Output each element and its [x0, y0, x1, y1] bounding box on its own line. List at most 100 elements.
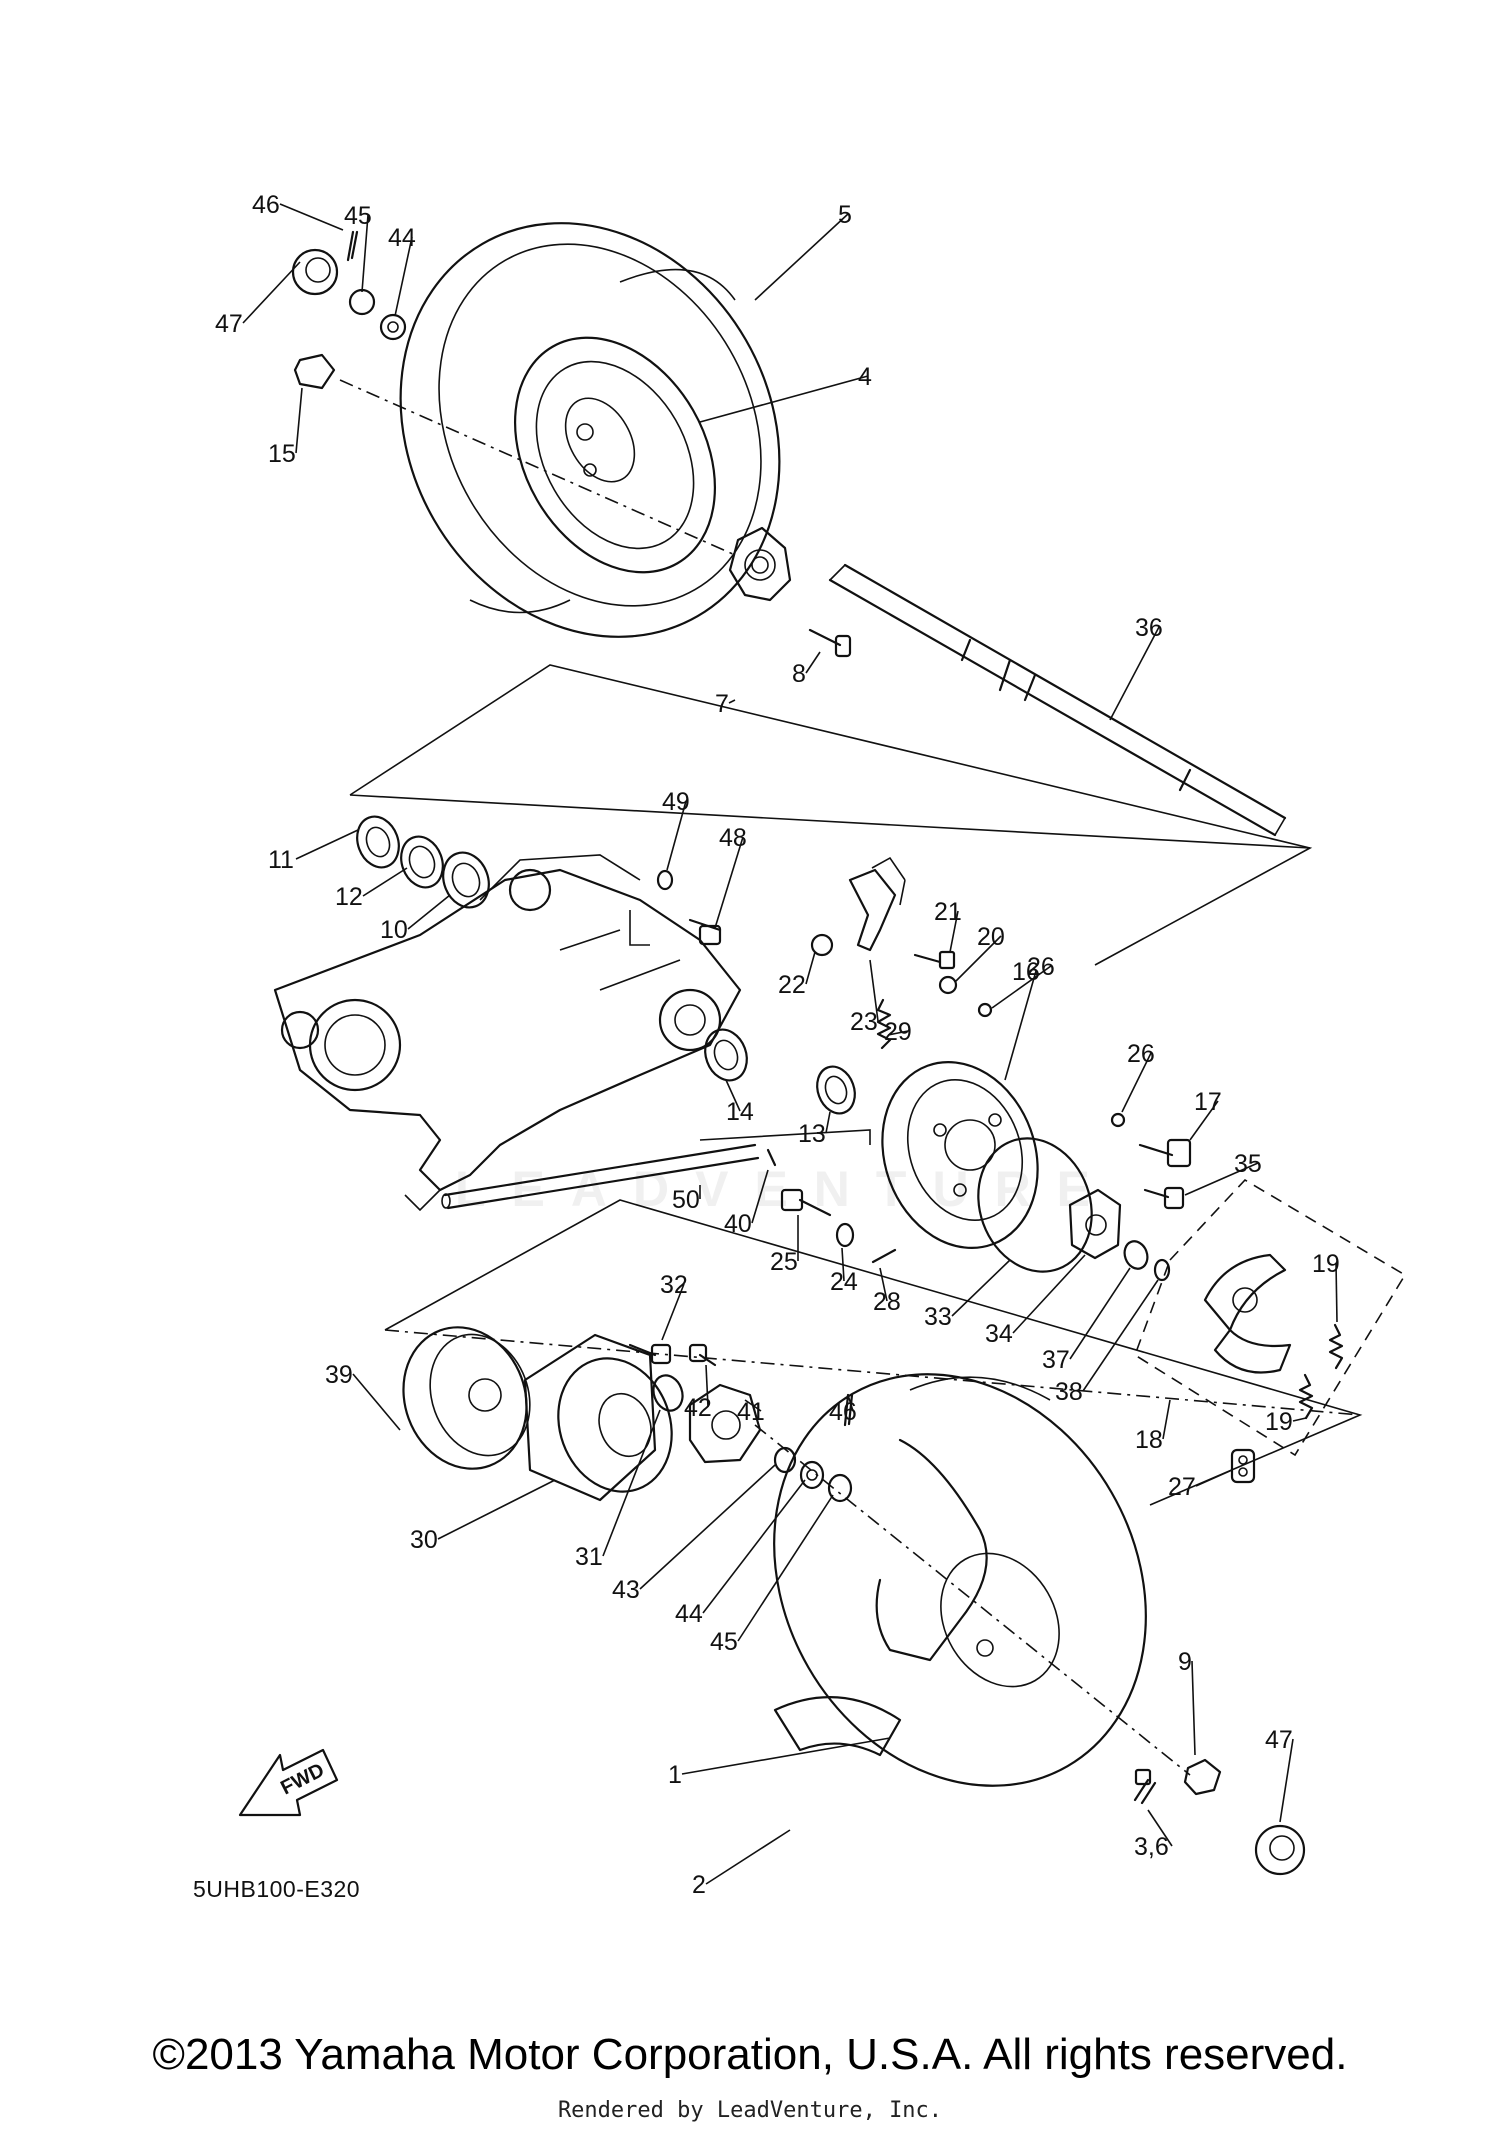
callout-leader-44: [702, 1479, 806, 1614]
callout-leader-18: [1162, 1399, 1171, 1440]
washer-49: [656, 869, 674, 891]
callout-leader-23: [869, 959, 879, 1022]
callout-leader-7: [728, 699, 736, 704]
callout-label-3-6: 3,6: [1134, 1833, 1169, 1861]
callout-label-27: 27: [1168, 1473, 1196, 1501]
callout-label-48: 48: [719, 824, 747, 852]
callout-leader-41: [744, 1399, 762, 1412]
callout-leader-19: [1292, 1417, 1307, 1422]
callout-label-26: 26: [1127, 1040, 1155, 1068]
plate-34: [1068, 1188, 1122, 1260]
callout-label-46: 46: [829, 1398, 857, 1426]
callout-label-32: 32: [660, 1271, 688, 1299]
callout-leader-22: [805, 951, 816, 985]
cotter-pin-46-upper: [346, 230, 359, 262]
callout-label-14: 14: [726, 1098, 754, 1126]
callout-leader-49: [666, 800, 687, 871]
callout-label-22: 22: [778, 971, 806, 999]
callout-leader-48: [714, 836, 744, 929]
callout-leader-28: [879, 1267, 888, 1302]
valve-3-6: [1133, 1768, 1157, 1805]
callout-label-16: 16: [1012, 958, 1040, 986]
callout-label-23: 23: [850, 1008, 878, 1036]
callout-label-9: 9: [1178, 1648, 1192, 1676]
callout-leader-35: [1184, 1162, 1259, 1196]
oil-seal-13: [816, 1065, 856, 1115]
upper-axis-line: [339, 379, 736, 556]
callout-leader-19: [1335, 1262, 1338, 1323]
bearing-10: [442, 851, 490, 909]
callout-leader-45: [361, 214, 369, 293]
callout-label-26: 26: [1027, 953, 1055, 981]
rear-wheel-rim-1: [773, 1438, 1060, 1757]
callout-leader-3-6: [1147, 1809, 1173, 1847]
callout-leader-15: [295, 387, 303, 454]
oil-seal-37: [1123, 1240, 1149, 1270]
bolt-35: [1143, 1186, 1185, 1210]
nut-45-lower: [827, 1473, 853, 1503]
cotter-pin-46-lower: [843, 1393, 854, 1427]
callout-label-24: 24: [830, 1268, 858, 1296]
nut-15: [293, 353, 336, 390]
callout-label-5: 5: [838, 201, 852, 229]
callout-leader-40: [751, 1169, 769, 1224]
washer-24: [835, 1222, 855, 1248]
hub-41: [688, 1383, 762, 1464]
callout-label-47: 47: [215, 310, 243, 338]
callout-leader-9: [1191, 1660, 1196, 1756]
assembly-boundary-lines: [349, 664, 1363, 1506]
callout-leader-46: [279, 203, 344, 231]
callout-label-25: 25: [770, 1248, 798, 1276]
collar-43: [773, 1446, 797, 1474]
callout-label-19: 19: [1312, 1250, 1340, 1278]
callout-label-28: 28: [873, 1288, 901, 1316]
callout-label-19: 19: [1265, 1408, 1293, 1436]
shaft-50: [441, 1143, 760, 1210]
callout-label-8: 8: [792, 660, 806, 688]
oil-seal-31: [652, 1374, 684, 1412]
nut-22: [810, 933, 834, 957]
callout-label-12: 12: [335, 883, 363, 911]
callout-leader-46: [847, 1394, 854, 1412]
bearing-14: [704, 1028, 748, 1082]
pin-40: [766, 1148, 777, 1167]
callout-leader-45: [737, 1494, 834, 1642]
callout-label-20: 20: [977, 923, 1005, 951]
callout-leader-43: [639, 1464, 776, 1590]
callout-label-49: 49: [662, 788, 690, 816]
axle-nut-47-upper: [291, 248, 339, 296]
rendered-by-text: Rendered by LeadVenture, Inc.: [557, 2098, 943, 2123]
copyright-text: ©2013 Yamaha Motor Corporation, U.S.A. A…: [152, 2030, 1348, 2079]
callout-leader-11: [295, 829, 359, 860]
spring-19-lower: [1298, 1373, 1314, 1420]
callout-label-1: 1: [668, 1761, 682, 1789]
callout-leader-20: [954, 935, 1002, 983]
callout-label-44: 44: [388, 224, 416, 252]
washer-20: [938, 975, 958, 995]
lower-axis-line: [754, 1424, 1191, 1776]
callout-leader-39: [352, 1373, 401, 1431]
callout-label-34: 34: [985, 1320, 1013, 1348]
callout-leader-10: [407, 894, 451, 930]
axle-nut-47-lower: [1254, 1824, 1306, 1876]
brake-drum-30: [523, 1333, 673, 1502]
callout-leader-44: [394, 236, 413, 317]
brake-shoe-18: [1203, 1253, 1292, 1374]
callout-leader-12: [362, 867, 408, 897]
spring-29: [876, 998, 892, 1050]
callout-leader-47: [242, 261, 301, 324]
callout-label-47: 47: [1265, 1726, 1293, 1754]
callout-label-36: 36: [1135, 614, 1163, 642]
bolt-25: [780, 1188, 832, 1217]
diagram-code: 5UHB100-E320: [193, 1876, 361, 1902]
callout-label-21: 21: [934, 898, 962, 926]
callout-leader-47: [1279, 1738, 1294, 1823]
swingarm-housing: [273, 854, 742, 1212]
callout-leader-34: [1012, 1254, 1086, 1334]
callout-label-17: 17: [1194, 1088, 1222, 1116]
callout-leader-16: [1004, 970, 1037, 1081]
callout-label-4: 4: [858, 363, 872, 391]
callout-label-40: 40: [724, 1210, 752, 1238]
bolt-42: [688, 1343, 717, 1367]
callout-label-33: 33: [924, 1303, 952, 1331]
